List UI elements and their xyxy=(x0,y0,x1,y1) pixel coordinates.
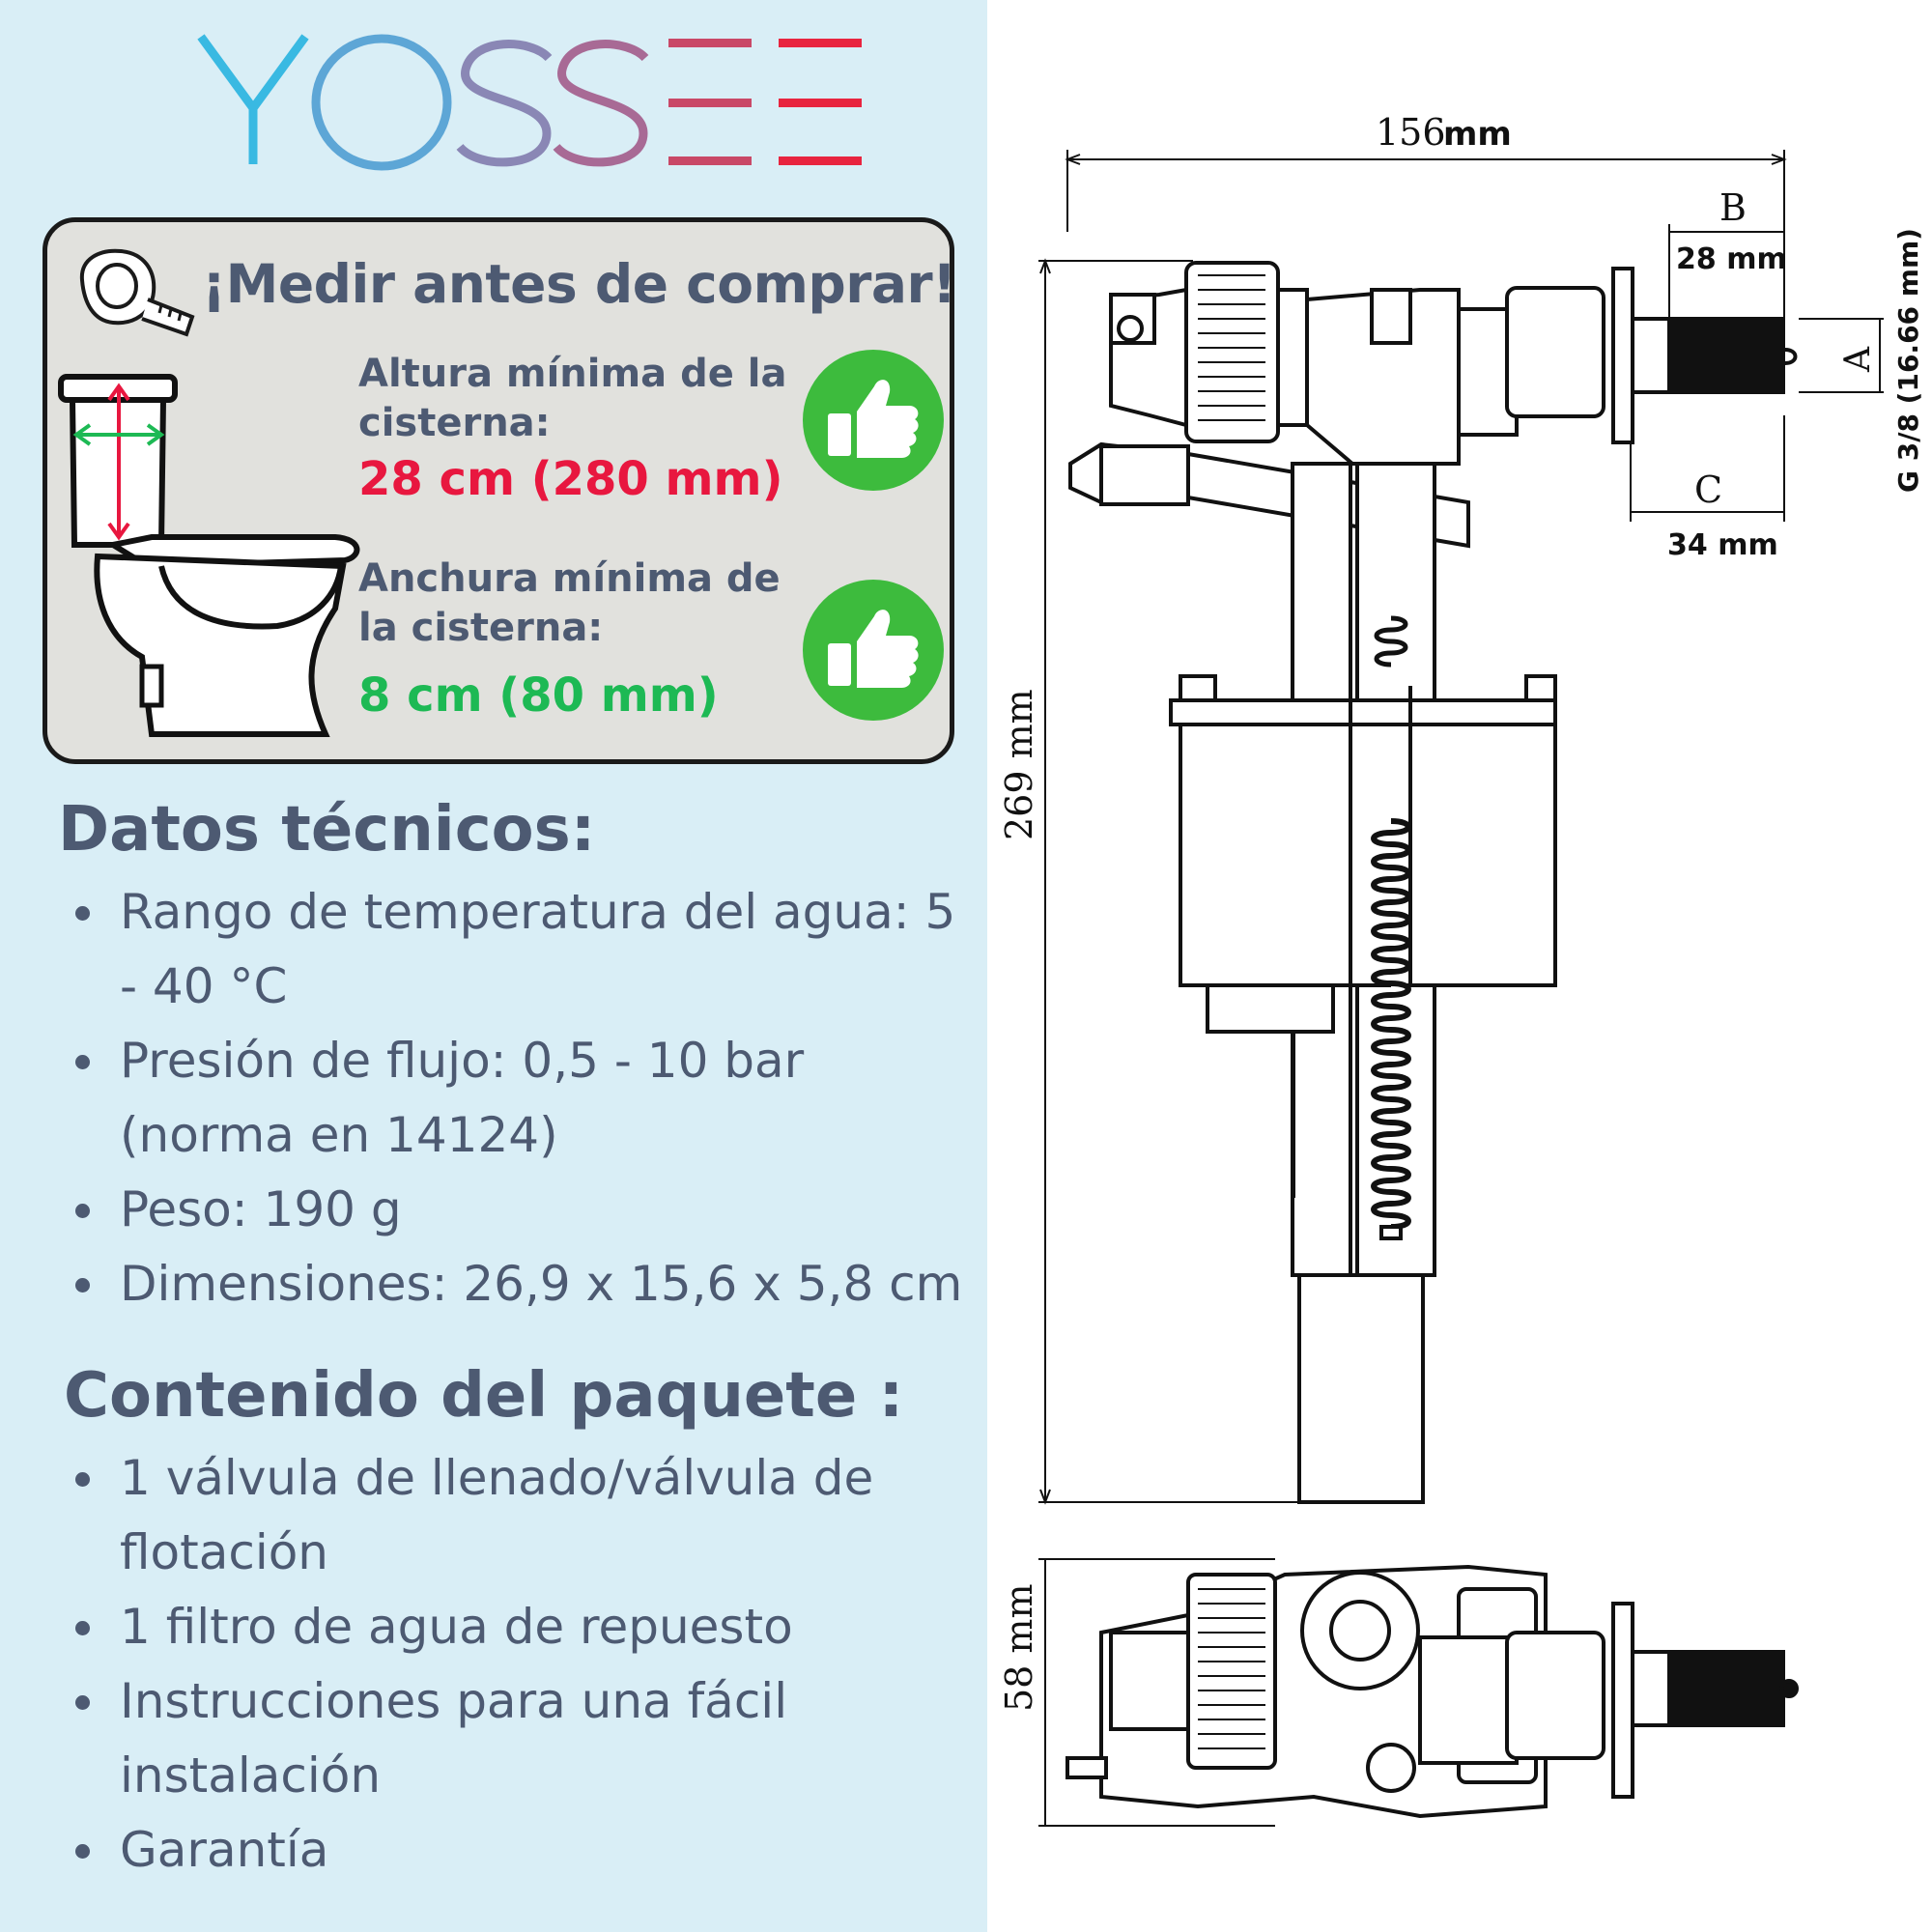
measure-before-buying-card: ¡Medir antes de comprar! Altura mínima d… xyxy=(43,217,956,764)
list-item: 1 válvula de llenado/válvula de flotació… xyxy=(58,1441,927,1590)
min-width-label: Anchura mínima de la cisterna: xyxy=(358,556,781,650)
fill-valve-technical-drawing: 156 mm B 28 mm C 34 mm A G 3/8 (16.66 mm… xyxy=(998,111,1924,1827)
list-item: Dimensiones: 26,9 x 15,6 x 5,8 cm xyxy=(58,1247,985,1321)
list-item: Garantía xyxy=(58,1813,927,1888)
list-item: Instrucciones para una fácil instalación xyxy=(58,1664,873,1813)
package-title: Contenido del paquete : xyxy=(64,1360,904,1432)
label-c: C xyxy=(1694,469,1722,511)
label-a: A xyxy=(1838,346,1878,373)
thread-size: G 3/8 (16.66 mm) xyxy=(1892,228,1924,493)
specs-title: Datos técnicos: xyxy=(58,794,596,866)
width-value: 156 xyxy=(1376,111,1446,154)
toilet-icon xyxy=(58,374,360,737)
list-item: Presión de flujo: 0,5 - 10 bar (norma en… xyxy=(58,1024,873,1173)
depth-dimension: 58 mm xyxy=(998,1584,1040,1713)
width-unit: mm xyxy=(1443,115,1512,154)
tape-measure-icon xyxy=(79,248,195,337)
b-dimension: 28 mm xyxy=(1676,242,1787,276)
c-dimension: 34 mm xyxy=(1667,528,1778,562)
yossee-logo xyxy=(197,34,862,171)
package-list: 1 válvula de llenado/válvula de flotació… xyxy=(58,1441,927,1888)
list-item: Rango de temperatura del agua: 5 - 40 °C xyxy=(58,875,985,1024)
list-item: Peso: 190 g xyxy=(58,1173,985,1247)
label-b: B xyxy=(1719,186,1747,229)
min-width-value: 8 cm (80 mm) xyxy=(358,668,719,723)
min-height-label: Altura mínima de la cisterna: xyxy=(358,352,787,445)
list-item: 1 filtro de agua de repuesto xyxy=(58,1590,927,1664)
card-title: ¡Medir antes de comprar! xyxy=(202,253,956,315)
thumbs-up-icon xyxy=(803,350,944,491)
specs-list: Rango de temperatura del agua: 5 - 40 °C… xyxy=(58,875,985,1321)
left-panel: ¡Medir antes de comprar! Altura mínima d… xyxy=(0,0,987,1932)
height-dimension: 269 mm xyxy=(998,689,1040,840)
min-height-value: 28 cm (280 mm) xyxy=(358,452,783,506)
thumbs-up-icon xyxy=(803,580,944,721)
